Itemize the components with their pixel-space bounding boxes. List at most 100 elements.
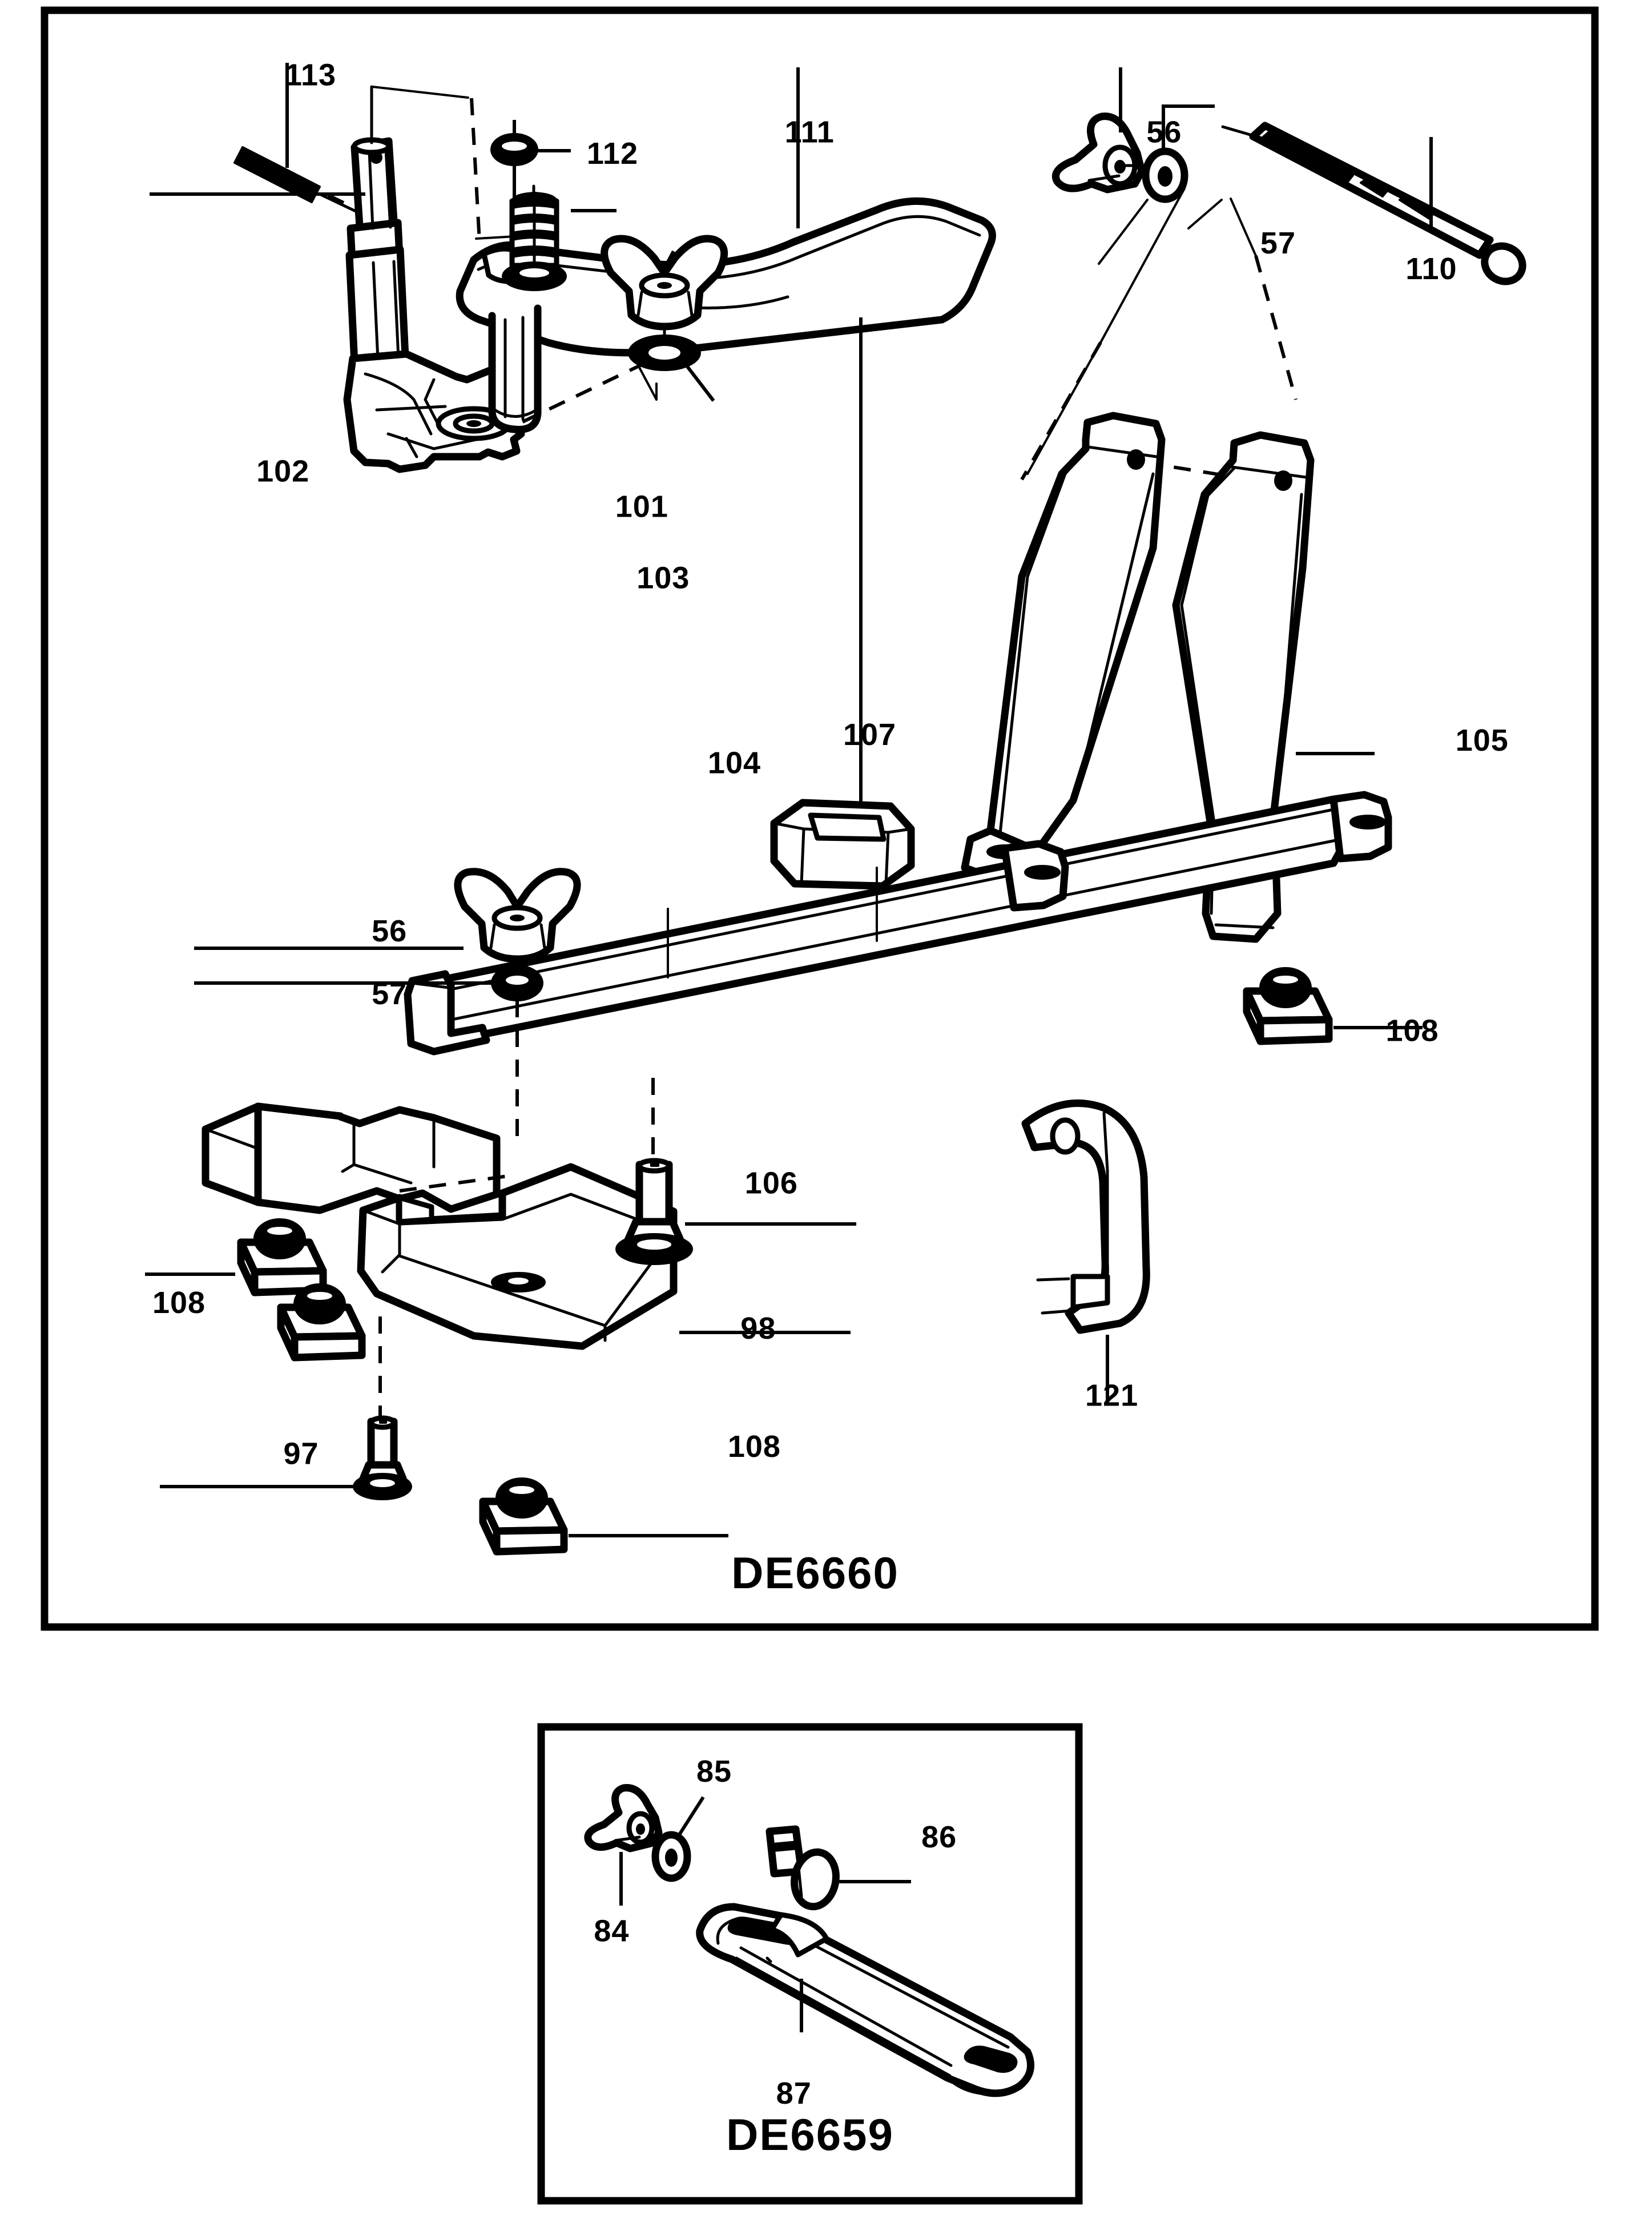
- assembly-lines-legs: [1020, 187, 1298, 481]
- part-number-label-106-15: 106: [745, 1166, 798, 1201]
- washer-112-bore: [502, 142, 527, 151]
- assembly-dash-b: [1254, 255, 1298, 400]
- part-number-label-107-10: 107: [843, 718, 896, 752]
- assembly-guide-d: [1026, 341, 1102, 475]
- assembly-dash-a: [1020, 341, 1102, 481]
- work-table-stem: [488, 304, 542, 433]
- part-104-washer: [501, 325, 715, 433]
- part-84-wing-nut: [584, 1784, 663, 1906]
- panel-de6660-frame: [41, 6, 1599, 1631]
- channel-rail-right-hole: [1349, 815, 1386, 829]
- stop-block-edge-1: [800, 827, 805, 885]
- panel-de6659-frame: [537, 1723, 1083, 2205]
- part-121-clamp-hook: [1021, 1099, 1150, 1400]
- callout-leader-57-upper: [1162, 104, 1215, 150]
- panel-de6660: DE6660: [41, 6, 1599, 1631]
- foot-detail-2: [375, 405, 447, 412]
- part-56-wing-nut-upper: [1051, 67, 1146, 194]
- part-57-washer-lower: [194, 957, 543, 1149]
- part-number-label-56-3: 56: [1146, 115, 1182, 149]
- bolt-97-head-top: [370, 1479, 395, 1487]
- carriage-bolt-thread-2: [1360, 177, 1389, 198]
- square-nut-front-bl: [291, 1332, 366, 1362]
- washer-104-assembly-line: [501, 361, 646, 433]
- part-number-label-110-5: 110: [1405, 252, 1457, 286]
- panel-de6659: DE6659: [537, 1723, 1083, 2205]
- clamp-hook-icon: [1021, 1099, 1150, 1334]
- part-number-label-105-11: 105: [1456, 723, 1509, 758]
- part-number-label-84-2: 84: [594, 1914, 629, 1948]
- part-number-label-98-17: 98: [740, 1311, 776, 1346]
- support-leg-rear-step: [1083, 445, 1158, 458]
- clamp-hook-hole: [1050, 1117, 1081, 1155]
- washer-57l-bore: [506, 976, 529, 985]
- channel-rail-mid-hole: [1024, 865, 1061, 880]
- flat-bar-slot-far: [964, 2045, 1018, 2073]
- base-plate-web-dash: [399, 1174, 509, 1193]
- square-nut-boss-r: [1259, 967, 1312, 1008]
- column-post-edge-1: [372, 261, 380, 361]
- bracket-right-dash: [470, 98, 481, 243]
- flat-bar-icon: [696, 1903, 1035, 2097]
- bolt-86-head: [791, 1848, 840, 1911]
- square-nut-bore-bl: [307, 1292, 332, 1300]
- channel-rail-edge-2: [422, 839, 1337, 1027]
- square-nut-bore-l: [267, 1227, 292, 1235]
- part-103-wing-nut: [601, 235, 728, 331]
- part-number-label-101-7: 101: [615, 490, 668, 524]
- clamp-hook-base-2: [1041, 1309, 1073, 1315]
- part-number-label-103-8: 103: [636, 561, 690, 595]
- wing-nut-56l-bore: [510, 915, 525, 921]
- foot-boss-hole: [466, 420, 481, 427]
- bracket-top-rail: [372, 86, 469, 99]
- square-nut-boss-b: [495, 1477, 548, 1519]
- callout-leader-104: [686, 365, 715, 402]
- part-107-stop-block: [770, 317, 915, 890]
- flat-bar-far-edge: [946, 2076, 993, 2096]
- support-leg-rear-hole: [1127, 449, 1145, 470]
- square-nut-boss-bl: [293, 1283, 346, 1324]
- column-post-edge-3: [368, 150, 374, 230]
- part-number-label-56-12: 56: [372, 914, 407, 948]
- wing-nut-56u-face: [1087, 174, 1121, 182]
- part-108-square-nut-bottom: [479, 1477, 728, 1556]
- bolt-86-thread: [772, 1841, 800, 1852]
- flat-bar-center-line: [739, 1946, 953, 2067]
- wing-nut-56l-face-2: [539, 923, 546, 949]
- column-post-pin-hole: [370, 151, 382, 164]
- carriage-bolt-thread-3: [1399, 195, 1436, 220]
- assembly-guide-b: [1187, 199, 1223, 229]
- base-plate-web-fold-3: [341, 1163, 356, 1173]
- carriage-bolt-head: [1481, 242, 1526, 285]
- base-plate-web: [254, 1102, 501, 1214]
- assembly-guide-a: [1099, 187, 1186, 344]
- channel-rail-end-base: [448, 1028, 486, 1036]
- base-plate-channel-inner-top: [361, 1193, 675, 1235]
- part-106-bolt: [615, 1078, 856, 1265]
- column-post-edge-2: [392, 260, 400, 360]
- wing-nut-56l-face-1: [489, 923, 496, 949]
- part-number-label-112-1: 112: [587, 136, 638, 171]
- support-leg-front-edge: [1275, 493, 1303, 810]
- square-nut-bore-r: [1273, 976, 1298, 984]
- washer-85-bore: [665, 1849, 678, 1867]
- washer-57u-bore: [1158, 166, 1172, 187]
- square-nut-bore-b: [509, 1486, 534, 1494]
- square-nut-front-r: [1256, 1016, 1333, 1045]
- support-leg-front-step: [1230, 465, 1308, 479]
- wing-nut-103-face-2: [687, 291, 694, 317]
- part-108-square-nut-left: [145, 1218, 327, 1296]
- part-111-work-table: [456, 67, 996, 433]
- part-108-square-nut-right: [1243, 967, 1423, 1045]
- bolt-97-slot: [379, 1418, 387, 1424]
- part-number-label-108-20: 108: [728, 1429, 781, 1464]
- panel-title-de6659: DE6659: [726, 2109, 894, 2160]
- part-98-base-plate: [202, 1102, 851, 1350]
- part-110-carriage-bolt: [1221, 122, 1526, 285]
- part-105-support-legs: [961, 412, 1375, 943]
- bolt-106-slot: [650, 1161, 659, 1167]
- bolt-86-head-edge: [796, 1861, 803, 1898]
- square-nut-front-b: [493, 1526, 568, 1556]
- part-number-label-97-19: 97: [283, 1437, 319, 1471]
